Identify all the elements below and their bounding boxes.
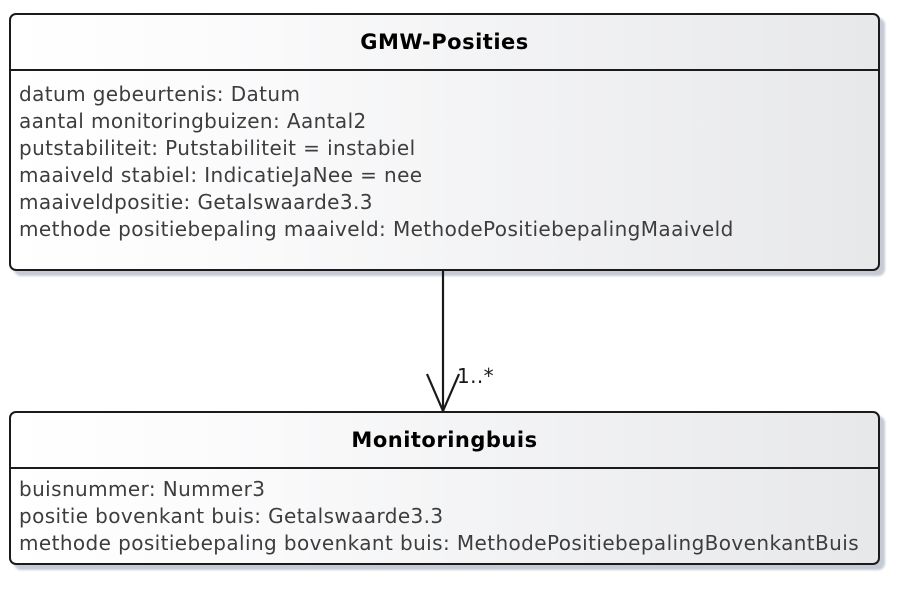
class-attribute: positie bovenkant buis: Getalswaarde3.3 — [19, 504, 444, 528]
class-attribute: methode positiebepaling bovenkant buis: … — [19, 531, 860, 555]
class-attribute: maaiveldpositie: Getalswaarde3.3 — [19, 190, 373, 214]
class-attribute: methode positiebepaling maaiveld: Method… — [19, 217, 734, 241]
attribute-compartment-monitoringbuis: buisnummer: Nummer3 positie bovenkant bui… — [11, 469, 878, 557]
multiplicity-label: 1..* — [457, 364, 495, 388]
class-box-gmw-posities[interactable]: GMW-Posities datum gebeurtenis: Datum aan… — [9, 13, 880, 271]
class-attribute: aantal monitoringbuizen: Aantal2 — [19, 109, 367, 133]
association-arrow[interactable] — [415, 271, 505, 412]
class-attribute: maaiveld stabiel: IndicatieJaNee = nee — [19, 163, 423, 187]
attribute-compartment-gmw-posities: datum gebeurtenis: Datum aantal monitorin… — [11, 71, 878, 243]
arrow-lines — [425, 271, 461, 412]
class-box-monitoringbuis[interactable]: Monitoringbuis buisnummer: Nummer3 positi… — [9, 411, 880, 565]
class-title-gmw-posities: GMW-Posities — [11, 15, 878, 71]
class-attribute: putstabiliteit: Putstabiliteit = instabi… — [19, 136, 416, 160]
class-attribute: datum gebeurtenis: Datum — [19, 82, 301, 106]
class-title-monitoringbuis: Monitoringbuis — [11, 413, 878, 469]
class-attribute: buisnummer: Nummer3 — [19, 477, 266, 501]
